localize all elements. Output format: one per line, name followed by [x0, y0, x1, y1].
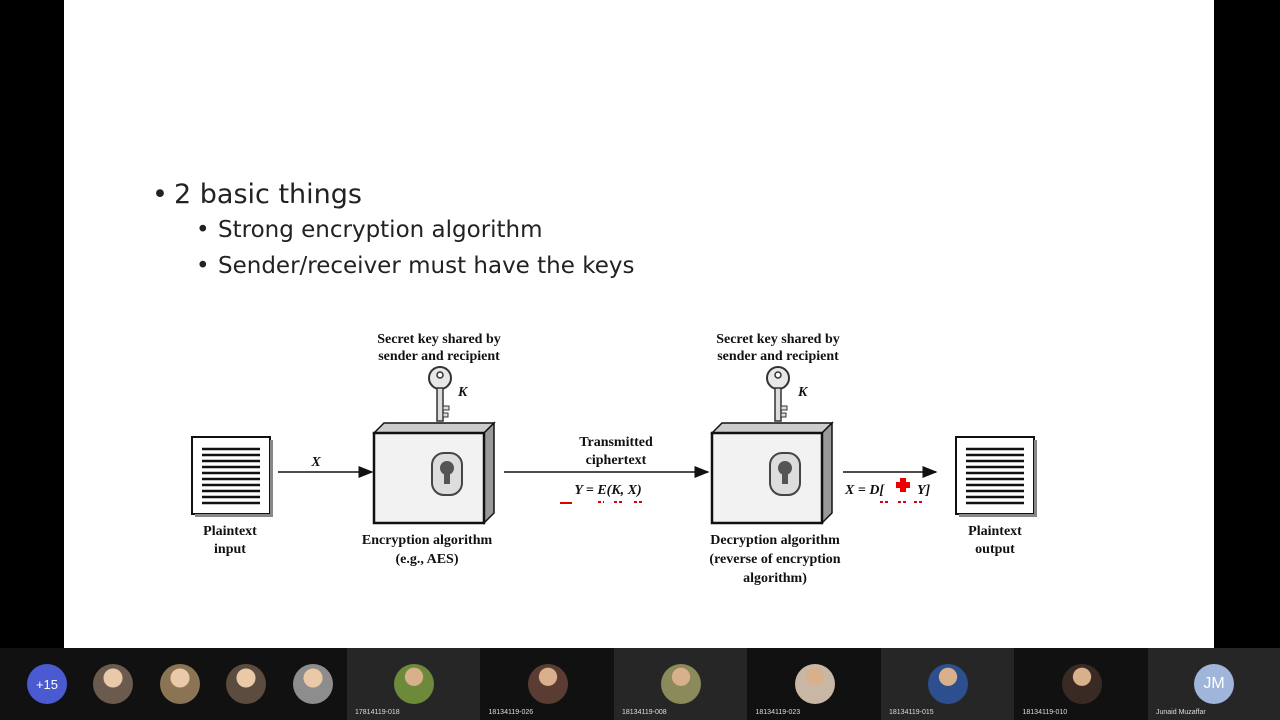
secret-key-label: sender and recipient [378, 349, 500, 364]
participant-name: 17814119-018 [355, 709, 400, 716]
participant-tile[interactable]: 18134119-008 [614, 648, 747, 720]
encryption-diagram: Plaintext input X Secret key shared by s… [64, 0, 1214, 648]
secret-key-label: Secret key shared by [377, 332, 501, 347]
participant-tile[interactable]: 18134119-023 [748, 648, 881, 720]
transmitted-label: ciphertext [586, 453, 647, 468]
key-icon [767, 367, 789, 421]
secret-key-label: Secret key shared by [716, 332, 840, 347]
spellcheck-underline [560, 502, 644, 503]
participant-avatar [661, 664, 701, 704]
participant-tile[interactable]: 18134119-010 [1015, 648, 1148, 720]
participant-name: 18134119-015 [889, 709, 934, 716]
participant-bar: +15 17814119-018 18134119-026 18134119-008… [0, 648, 1280, 720]
key-symbol: K [457, 385, 469, 400]
participant-tile[interactable]: 18134119-015 [881, 648, 1014, 720]
decryption-box-icon [712, 423, 832, 523]
pointer-cursor-icon [896, 478, 910, 492]
x-formula: X = D[ [844, 483, 885, 498]
host-tile[interactable]: JM Junaid Muzaffar [1148, 648, 1280, 720]
plaintext-output-document-icon [956, 437, 1037, 517]
plaintext-input-document-icon [192, 437, 273, 517]
decryption-label: Decryption algorithm [710, 533, 840, 548]
encryption-label: Encryption algorithm [362, 533, 493, 548]
participant-avatar[interactable] [293, 664, 333, 704]
key-icon [429, 367, 451, 421]
plaintext-output-label: output [975, 542, 1015, 557]
plaintext-output-label: Plaintext [968, 524, 1022, 539]
participant-avatar [528, 664, 568, 704]
more-participants-button[interactable]: +15 [27, 664, 67, 704]
participant-avatar [394, 664, 434, 704]
participant-avatar[interactable] [93, 664, 133, 704]
participant-avatar [795, 664, 835, 704]
secret-key-label: sender and recipient [717, 349, 839, 364]
participant-name: 18134119-008 [622, 709, 667, 716]
participant-avatar[interactable] [160, 664, 200, 704]
participant-avatar[interactable] [226, 664, 266, 704]
participant-name: 18134119-026 [489, 709, 534, 716]
decryption-label: (reverse of encryption [709, 552, 840, 567]
participant-tile[interactable]: 17814119-018 [347, 648, 480, 720]
transmitted-label: Transmitted [579, 435, 653, 450]
x-formula: Y] [917, 483, 931, 498]
participant-avatar [928, 664, 968, 704]
encryption-label: (e.g., AES) [396, 552, 459, 567]
participant-name: 18134119-023 [756, 709, 801, 716]
plaintext-input-label: Plaintext [203, 524, 257, 539]
encryption-box-icon [374, 423, 494, 523]
participant-avatar [1062, 664, 1102, 704]
host-name: Junaid Muzaffar [1156, 709, 1206, 716]
participant-tile[interactable]: 18134119-026 [481, 648, 614, 720]
decryption-label: algorithm) [743, 571, 807, 586]
y-formula: Y = E(K, X) [574, 483, 641, 498]
x-label: X [310, 455, 321, 470]
key-symbol: K [797, 385, 809, 400]
host-avatar: JM [1194, 664, 1234, 704]
plaintext-input-label: input [214, 542, 246, 557]
slide: •2 basic things •Strong encryption algor… [64, 0, 1214, 648]
participant-name: 18134119-010 [1023, 709, 1068, 716]
